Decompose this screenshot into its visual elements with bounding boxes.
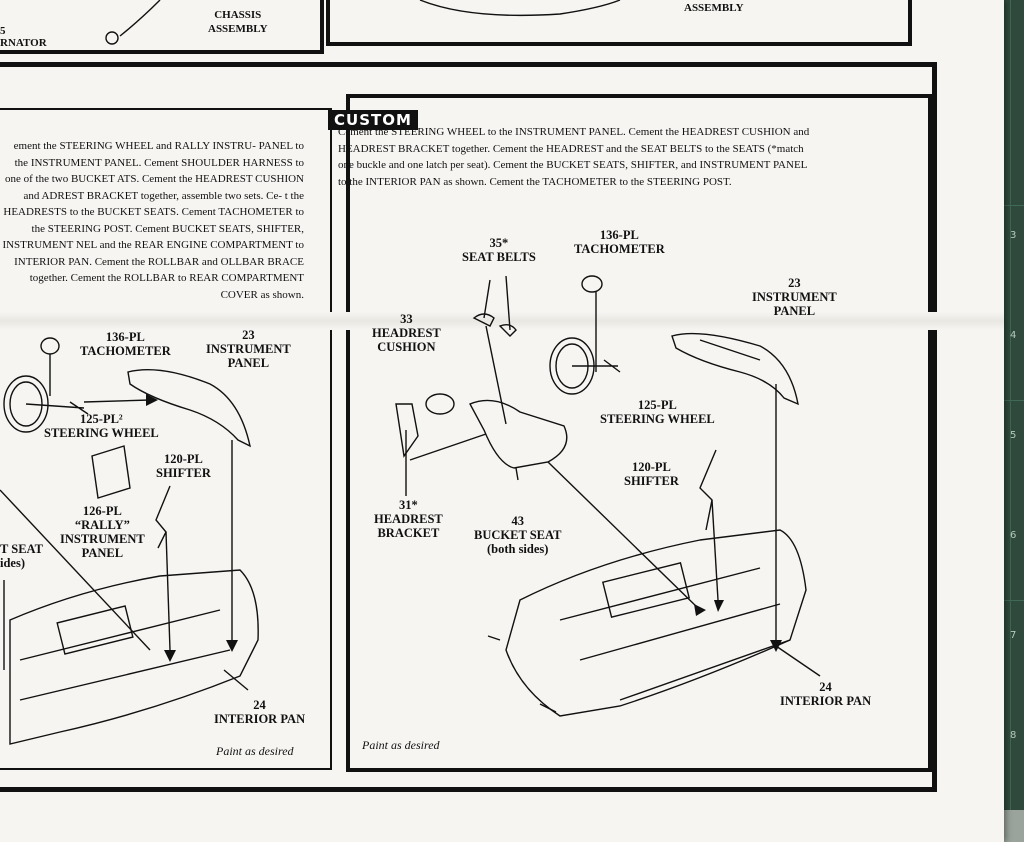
paper-fold [0, 312, 1004, 330]
top-left-panel [0, 0, 324, 54]
rally-panel [0, 108, 332, 770]
rally-tachometer-label: 136-PL TACHOMETER [80, 330, 171, 358]
rally-gauge-panel-shape [91, 445, 131, 499]
custom-headrest-bracket-label: 31* HEADREST BRACKET [374, 498, 443, 540]
top-right-assembly-label: ASSEMBLY [684, 2, 744, 14]
rally-tachometer-shape [40, 337, 60, 355]
chassis-part [105, 31, 119, 45]
custom-panel [346, 94, 932, 772]
rally-paint-note: Paint as desired [216, 744, 294, 758]
custom-interior-pan-label: 24 INTERIOR PAN [780, 680, 872, 708]
custom-headrest-cushion-label: 33 HEADREST CUSHION [372, 312, 441, 354]
top-left-label: RNATOR [0, 37, 47, 49]
custom-seat-belt-lines [483, 275, 511, 331]
mat-grid-line [1010, 0, 1011, 842]
mat-grid-line [1004, 400, 1024, 401]
top-left-number: 5 [0, 25, 6, 37]
custom-instrument-panel-shape [671, 332, 799, 406]
custom-seat-belts-label: 35* SEAT BELTS [462, 236, 536, 264]
rally-shifter-shape [155, 485, 171, 549]
custom-tachometer-shape [581, 275, 603, 293]
chassis-leader-line [119, 0, 161, 37]
rally-interior-pan-shape [9, 569, 259, 745]
mat-number: 6 [1010, 530, 1017, 541]
rally-instrument-panel-shape [127, 369, 251, 448]
custom-shifter-label: 120-PL SHIFTER [624, 460, 679, 488]
rally-shifter-label: 120-PL SHIFTER [156, 452, 211, 480]
rally-instrument-panel-label: 23 INSTRUMENT PANEL [206, 328, 291, 370]
mat-grid-line [1004, 205, 1024, 206]
custom-bucket-seat-shape [469, 399, 568, 469]
rally-bucket-seat-label: T SEAT ides) [0, 542, 43, 570]
custom-instructions: Cement the STEERING WHEEL to the INSTRUM… [338, 126, 810, 188]
custom-interior-pan-shape [505, 529, 807, 717]
chassis-assembly-label: CHASSIS ASSEMBLY [208, 9, 268, 35]
rally-instructions: ement the STEERING WHEEL and RALLY INSTR… [2, 140, 304, 301]
top-right-panel [326, 0, 912, 46]
rally-interior-pan-label: 24 INTERIOR PAN [214, 698, 306, 726]
custom-headrest-bracket-shape [395, 403, 419, 458]
custom-steering-wheel-label: 125-PL STEERING WHEEL [600, 398, 715, 426]
custom-tachometer-label: 136-PL TACHOMETER [574, 228, 665, 256]
custom-shifter-shape [699, 449, 717, 531]
rally-steering-wheel-label: 125-PL² STEERING WHEEL [44, 412, 159, 440]
custom-paint-note: Paint as desired [362, 738, 440, 752]
custom-bucket-seat-label: 43 BUCKET SEAT (both sides) [474, 514, 562, 556]
mat-number: 8 [1010, 730, 1017, 741]
mat-number: 7 [1010, 630, 1017, 641]
rally-steering-wheel-shape [3, 375, 49, 433]
main-frame [0, 62, 937, 792]
mat-grid-line [1004, 600, 1024, 601]
mat-number: 5 [1010, 430, 1017, 441]
custom-instrument-panel-label: 23 INSTRUMENT PANEL [752, 276, 837, 318]
rally-gauge-panel-label: 126-PL “RALLY” INSTRUMENT PANEL [60, 504, 145, 560]
custom-headrest-cushion-shape [425, 393, 455, 415]
top-right-part-outline [419, 0, 621, 17]
custom-heading: CUSTOM [328, 110, 418, 130]
mat-number: 3 [1010, 230, 1017, 241]
mat-number: 4 [1010, 330, 1017, 341]
